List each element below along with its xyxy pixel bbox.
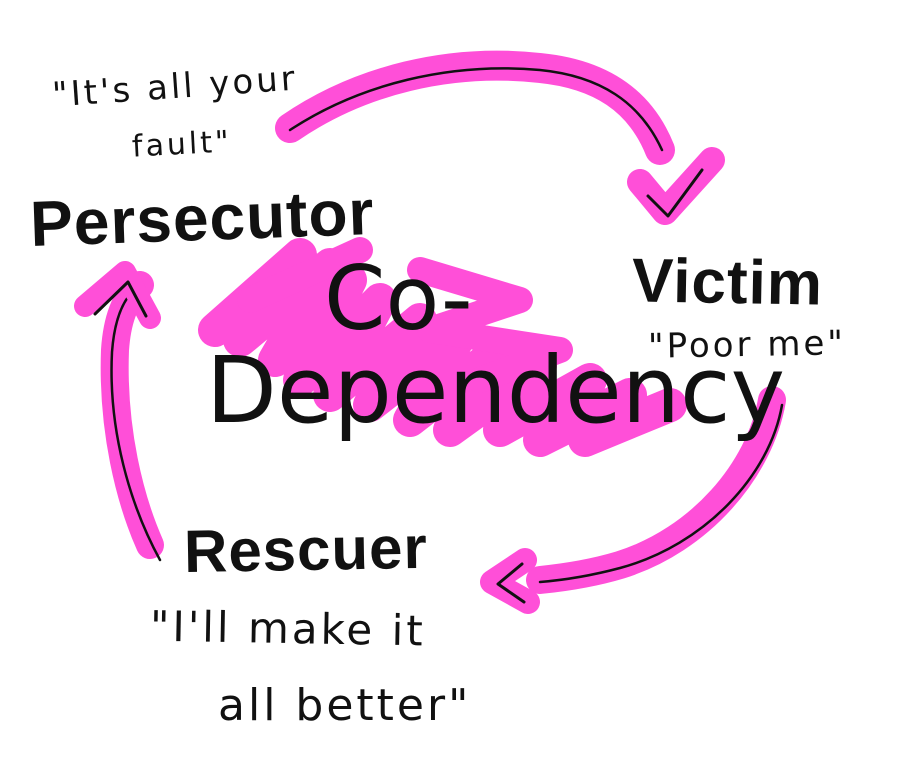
rescuer-quote-line1: "I'll make it xyxy=(149,601,427,656)
center-highlight-scribble xyxy=(198,237,687,457)
center-title-line1: Co- xyxy=(324,247,473,350)
victim-label: Victim xyxy=(631,246,824,319)
arrow-persecutor-to-victim xyxy=(275,50,725,225)
rescuer-label: Rescuer xyxy=(183,513,429,586)
persecutor-label: Persecutor xyxy=(28,176,376,260)
rescuer-quote-line2: all better" xyxy=(218,680,472,731)
arrow-victim-to-rescuer xyxy=(480,386,786,614)
arrow-rescuer-to-persecutor xyxy=(74,261,164,562)
center-title-line2: Dependency xyxy=(206,337,786,444)
persecutor-quote-line2: fault" xyxy=(131,124,233,165)
